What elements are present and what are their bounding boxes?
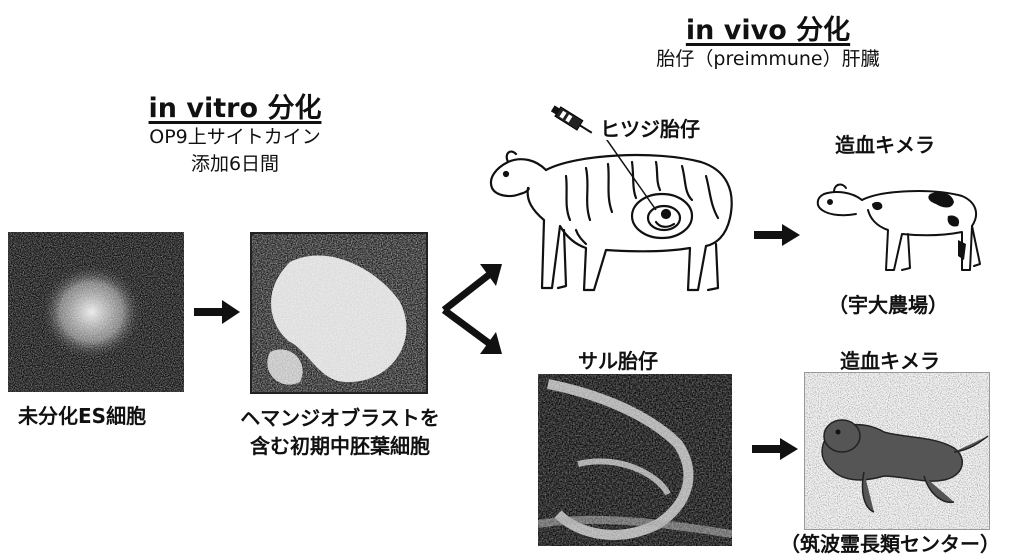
- in-vitro-subtitle-line2: 添加6日間: [100, 151, 370, 178]
- sheep-fetus-label: ヒツジ胎仔: [600, 115, 700, 143]
- monkey-fetus-label: サル胎仔: [578, 347, 658, 375]
- es-cell-micrograph: [8, 232, 184, 392]
- primate-center-label: （筑波霊長類センター）: [780, 530, 1000, 558]
- es-cells-label: 未分化ES細胞: [18, 402, 146, 430]
- monkey-fetus-ultrasound: [538, 374, 732, 546]
- arrow-es-to-mesoderm: [192, 298, 242, 326]
- arrow-sheep-to-chimera: [752, 222, 802, 248]
- monkey-chimera-label: 造血キメラ: [840, 347, 940, 375]
- in-vitro-title: in vitro 分化: [100, 86, 370, 125]
- mesoderm-label-line2: 含む初期中胚葉細胞: [210, 432, 470, 460]
- chimera-lamb-illustration: [812, 170, 984, 280]
- syringe-icon: [549, 103, 595, 139]
- chimera-monkey-photo: [804, 372, 990, 530]
- pregnant-sheep-illustration: [486, 140, 748, 300]
- sheep-chimera-label: 造血キメラ: [835, 131, 935, 159]
- arrow-monkey-to-chimera: [750, 436, 800, 462]
- farm-label: （宇大農場）: [828, 291, 948, 319]
- in-vitro-subtitle-line1: OP9上サイトカイン: [100, 124, 370, 151]
- mesoderm-cell-micrograph: [250, 232, 428, 394]
- mesoderm-label-line1: ヘマンジオブラストを: [210, 404, 470, 432]
- in-vivo-subtitle: 胎仔（preimmune）肝臓: [598, 46, 938, 73]
- in-vivo-title: in vivo 分化: [618, 8, 918, 47]
